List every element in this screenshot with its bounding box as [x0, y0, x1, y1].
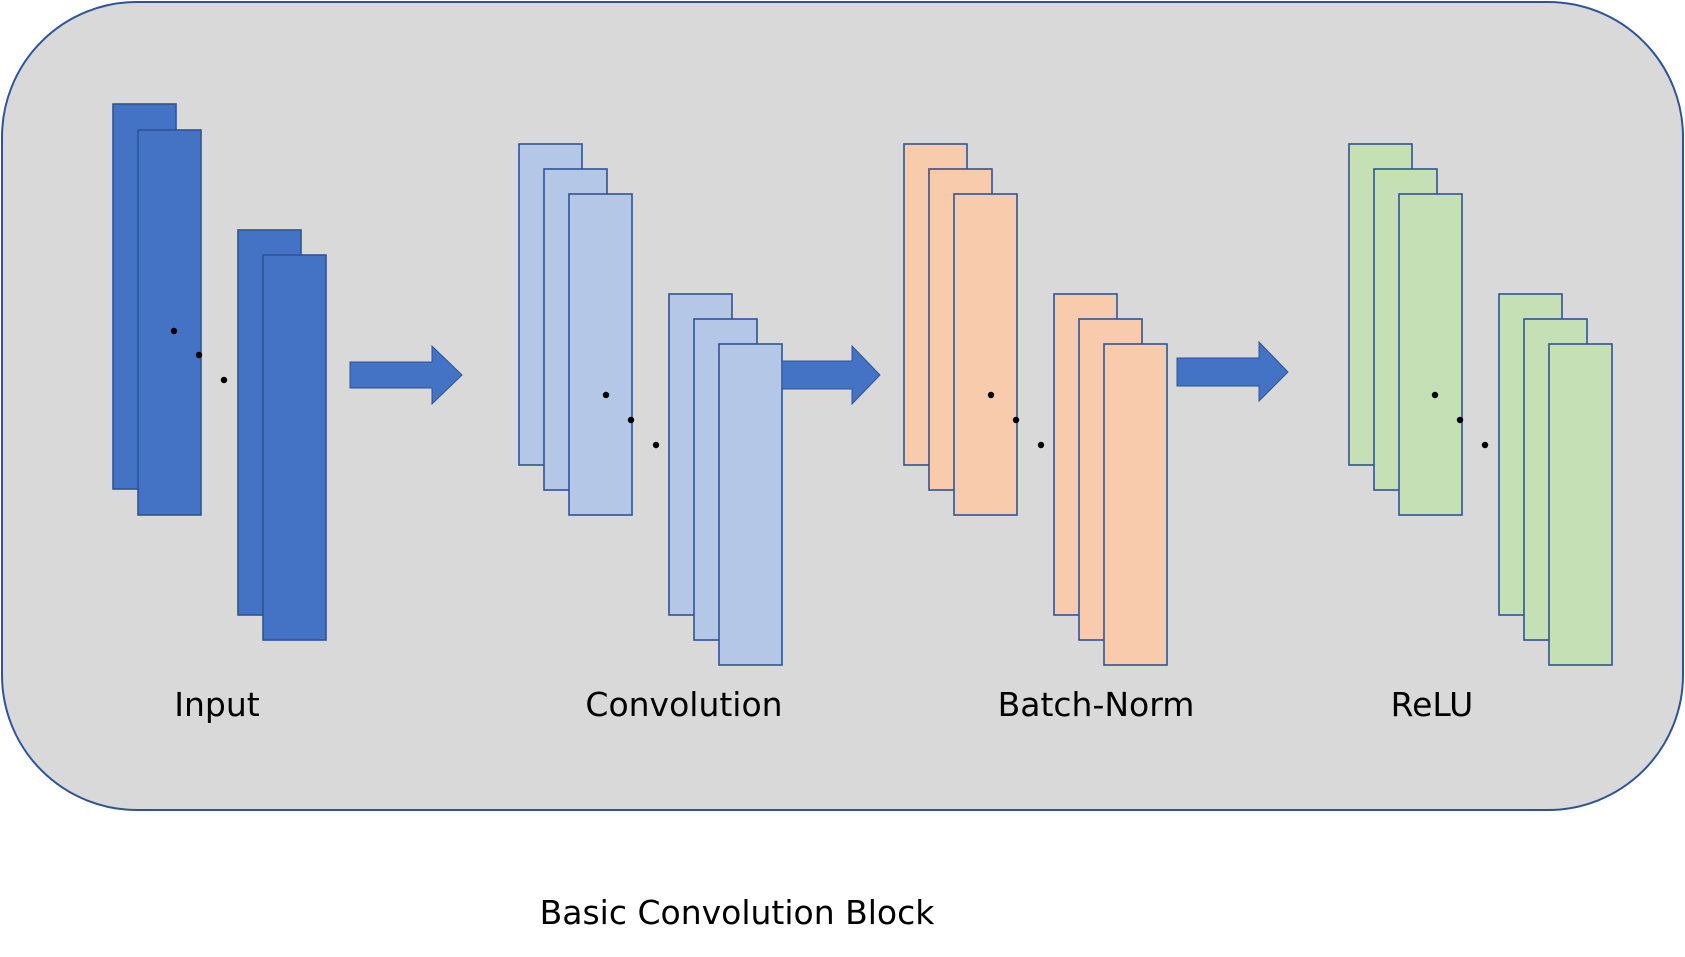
- block-panel: [1, 1, 1684, 811]
- ellipsis-dot: [1431, 391, 1439, 399]
- ellipsis-dot: [1012, 416, 1020, 424]
- ellipsis-dot: [602, 391, 610, 399]
- stage-label-batch-norm: Batch-Norm: [998, 685, 1195, 724]
- stage-relu: ReLU: [1348, 143, 1613, 724]
- stage-label-convolution: Convolution: [585, 685, 782, 724]
- ellipsis-dot: [652, 441, 660, 449]
- ellipsis-dots: [1431, 391, 1489, 449]
- feature-map: [1548, 343, 1613, 666]
- input-feature-maps: [112, 103, 327, 641]
- ellipsis-dot: [987, 391, 995, 399]
- feature-map: [1398, 193, 1463, 516]
- ellipsis-dots: [170, 327, 228, 384]
- arrow-right-icon: [781, 344, 881, 406]
- feature-map: [568, 193, 633, 516]
- arrow-right-icon: [1176, 340, 1289, 403]
- ellipsis-dot: [1481, 441, 1489, 449]
- ellipsis-dots: [987, 391, 1045, 449]
- stage-input: Input: [112, 103, 327, 724]
- diagram-caption: Basic Convolution Block: [540, 893, 936, 932]
- ellipsis-dots: [602, 391, 660, 449]
- feature-map: [262, 254, 327, 641]
- ellipsis-dot: [170, 327, 178, 335]
- stage-convolution: Convolution: [518, 143, 783, 724]
- feature-map: [1103, 343, 1168, 666]
- feature-map: [953, 193, 1018, 516]
- ellipsis-dot: [1456, 416, 1464, 424]
- convolution-feature-maps: [518, 143, 783, 666]
- relu-feature-maps: [1348, 143, 1613, 666]
- stage-batch-norm: Batch-Norm: [903, 143, 1195, 724]
- ellipsis-dot: [627, 416, 635, 424]
- ellipsis-dot: [195, 351, 203, 359]
- ellipsis-dot: [220, 376, 228, 384]
- stage-label-relu: ReLU: [1391, 685, 1474, 724]
- feature-map: [718, 343, 783, 666]
- ellipsis-dot: [1037, 441, 1045, 449]
- stage-label-input: Input: [174, 685, 260, 724]
- arrow-right-icon: [349, 344, 463, 406]
- batch-norm-feature-maps: [903, 143, 1168, 666]
- feature-map: [137, 129, 202, 516]
